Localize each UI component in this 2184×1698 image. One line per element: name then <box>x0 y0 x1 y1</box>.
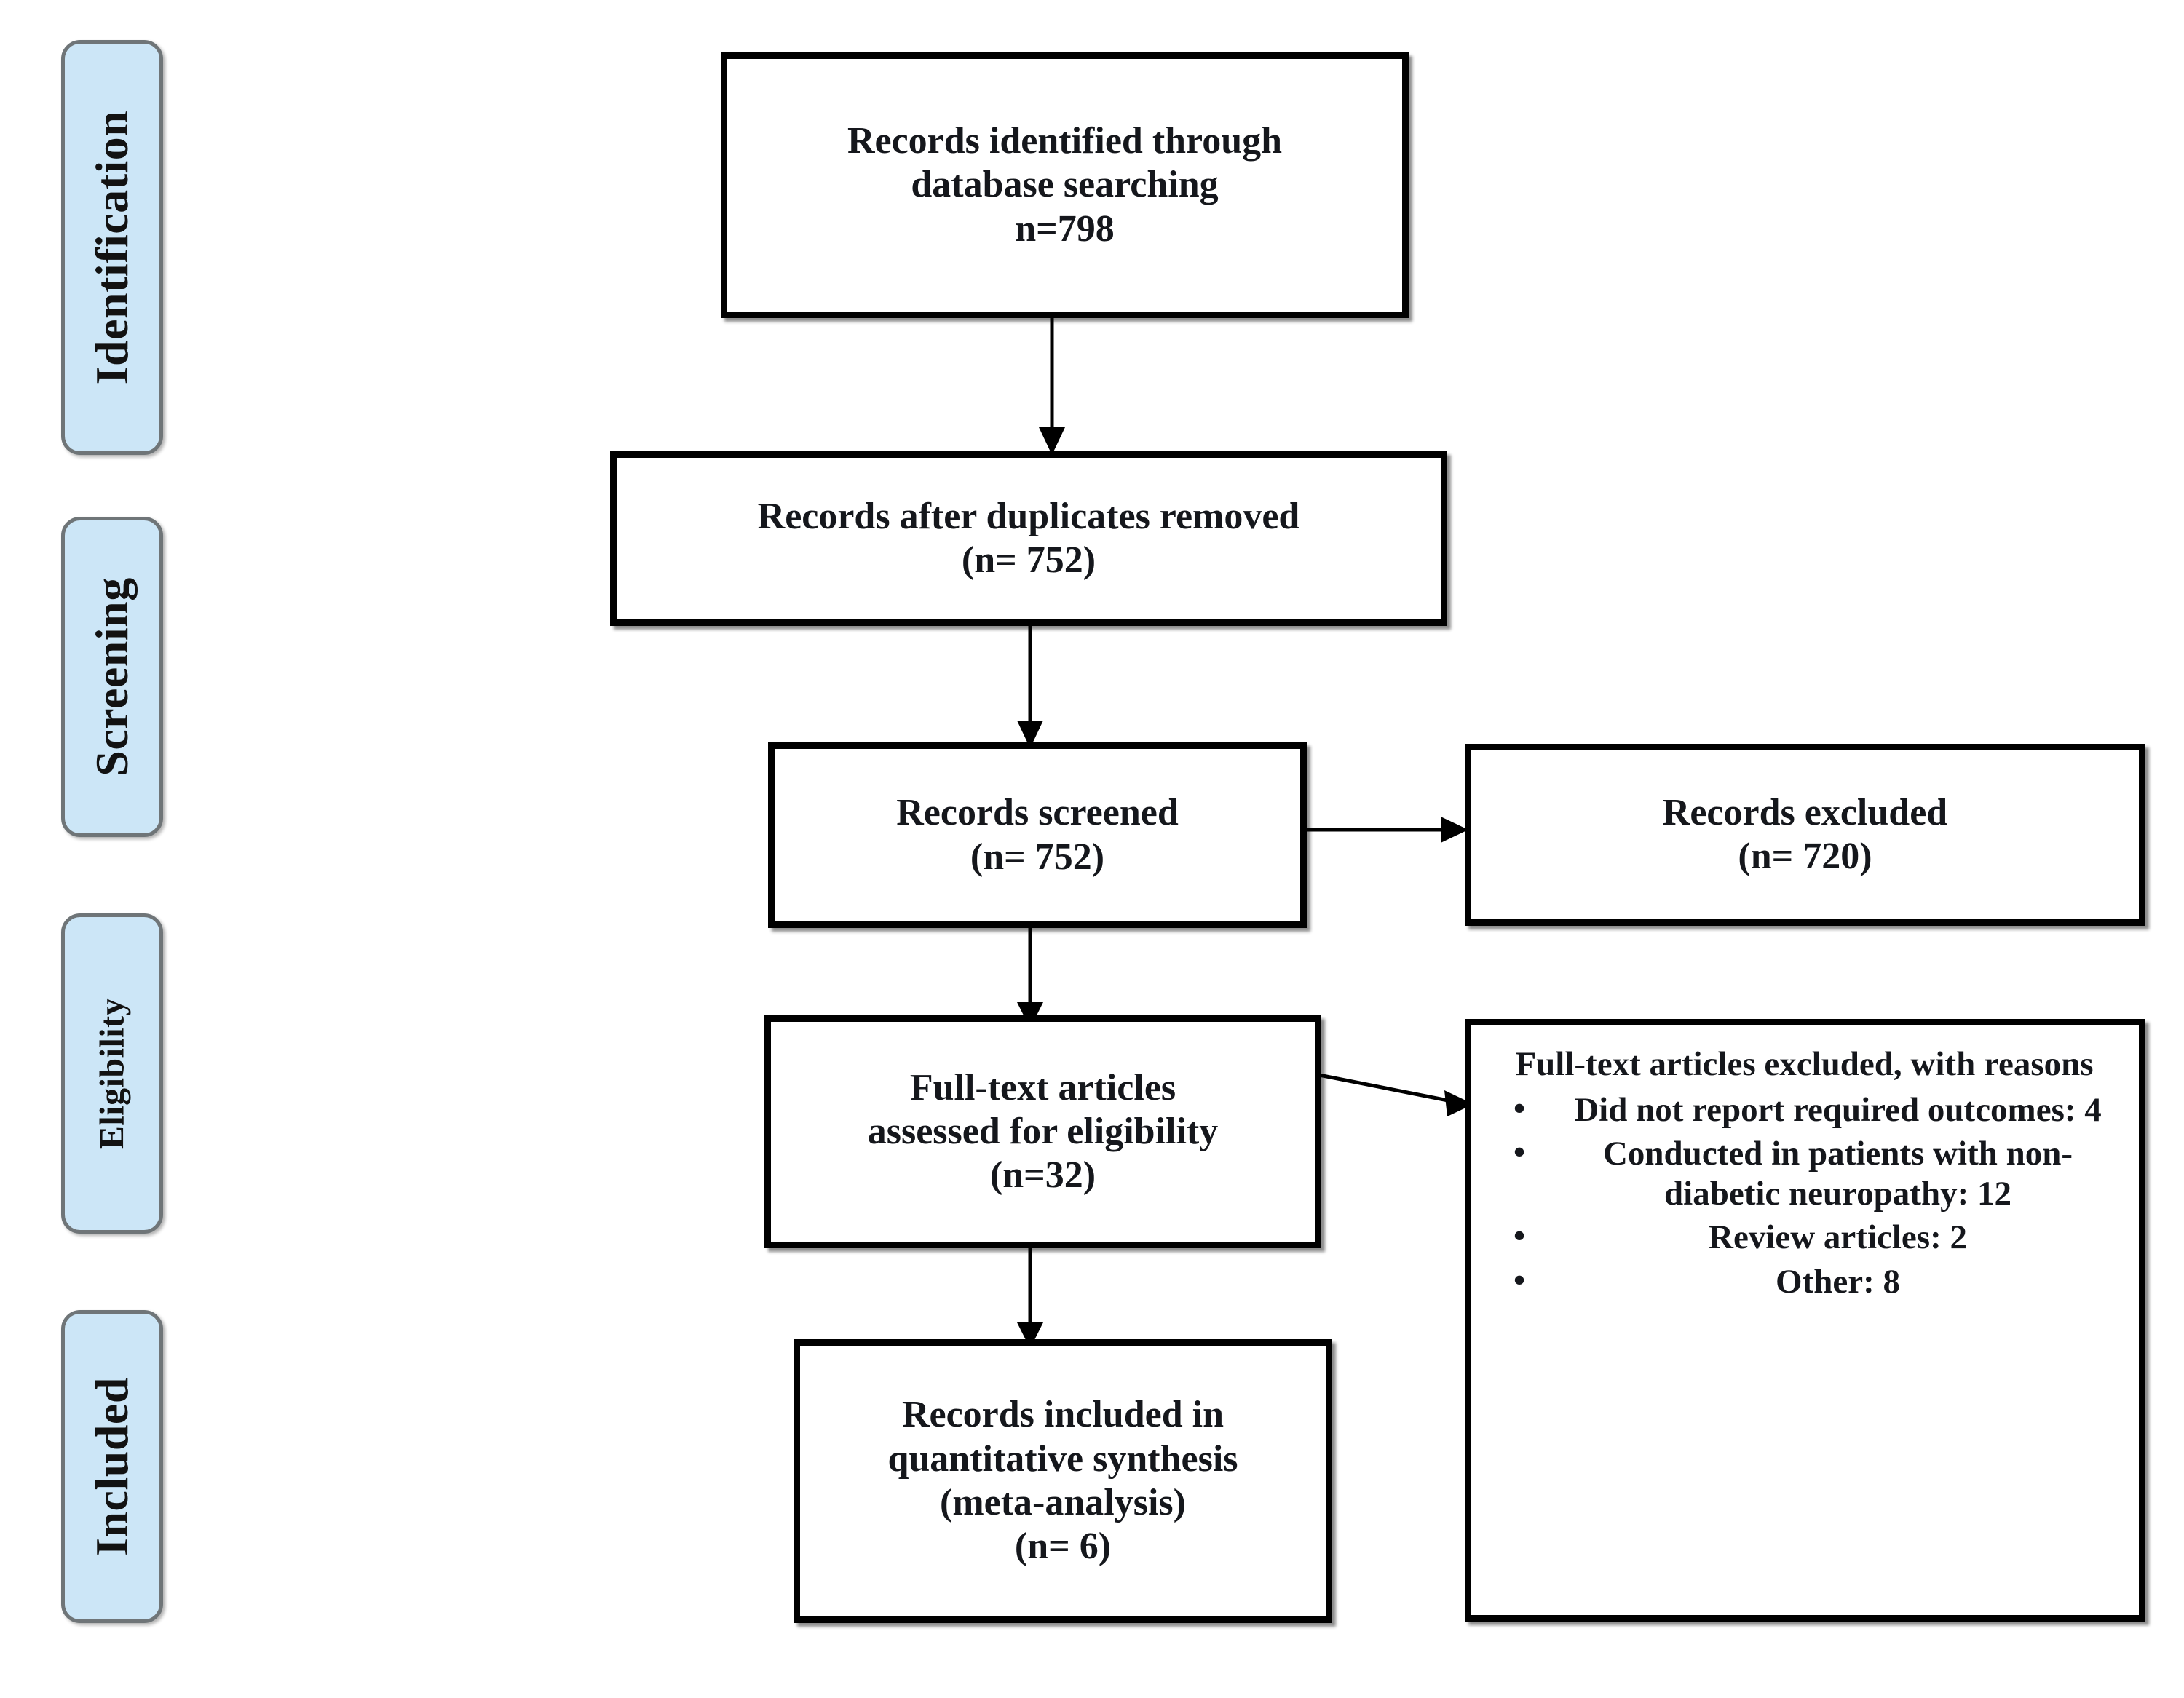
stage-label-eligibility: Eligibility <box>92 997 132 1150</box>
reasons-list: Did not report required outcomes: 4 Cond… <box>1481 1089 2127 1302</box>
box-records-identified-text: Records identified through database sear… <box>840 119 1289 251</box>
box-line: Records after duplicates removed <box>757 495 1300 537</box>
reasons-content: Full-text articles excluded, with reason… <box>1471 1025 2139 1306</box>
box-line: (n= 6) <box>1014 1526 1112 1568</box>
box-duplicates-removed-text: Records after duplicates removed (n= 752… <box>751 495 1307 583</box>
box-records-excluded: Records excluded (n= 720) <box>1465 744 2145 926</box>
box-fulltext-excluded-reasons: Full-text articles excluded, with reason… <box>1465 1019 2145 1622</box>
box-fulltext-assessed-text: Full-text articles assessed for eligibil… <box>860 1066 1225 1198</box>
stage-pill-identification: Identification <box>61 40 163 455</box>
reasons-title-line: Full-text articles excluded, with <box>1515 1045 1976 1083</box>
box-records-screened: Records screened (n= 752) <box>768 742 1307 928</box>
connector-fulltext-to-excluded-reasons <box>1318 1073 1473 1116</box>
reason-item: Other: 8 <box>1509 1261 2127 1302</box>
box-line: (n= 752) <box>961 539 1096 581</box>
reason-item: Conducted in patients with non-diabetic … <box>1509 1132 2127 1213</box>
stage-label-screening: Screening <box>86 577 138 777</box>
box-line: Full-text articles <box>909 1066 1176 1108</box>
box-line: assessed for eligibility <box>867 1110 1219 1152</box>
connector-screened-to-excluded <box>1307 817 1468 843</box>
stage-pill-eligibility: Eligibility <box>61 913 163 1234</box>
reason-item: Review articles: 2 <box>1509 1216 2127 1258</box>
box-records-excluded-text: Records excluded (n= 720) <box>1655 791 1955 879</box>
box-records-screened-text: Records screened (n= 752) <box>889 791 1186 879</box>
box-records-included: Records included in quantitative synthes… <box>794 1339 1332 1623</box>
reasons-title-line: reasons <box>1983 1045 2094 1083</box>
reason-item: Did not report required outcomes: 4 <box>1509 1089 2127 1130</box>
box-line: Records excluded <box>1662 791 1948 833</box>
box-line: Records included in <box>901 1394 1224 1436</box>
box-line: database searching <box>911 164 1219 206</box>
box-line: quantitative synthesis <box>887 1437 1238 1480</box>
reasons-title: Full-text articles excluded, with reason… <box>1481 1044 2127 1084</box>
box-duplicates-removed: Records after duplicates removed (n= 752… <box>610 451 1447 626</box>
box-records-included-text: Records included in quantitative synthes… <box>880 1393 1245 1568</box>
box-line: n=798 <box>1015 207 1115 250</box>
stage-label-identification: Identification <box>86 110 138 385</box>
connector-identified-to-duplicates <box>1039 318 1065 455</box>
connector-fulltext-to-included <box>1017 1248 1043 1349</box>
box-line: Records identified through <box>847 120 1283 162</box>
connector-duplicates-to-screened <box>1017 626 1043 748</box>
box-line: (n=32) <box>989 1154 1096 1197</box>
stage-pill-screening: Screening <box>61 517 163 837</box>
box-fulltext-assessed: Full-text articles assessed for eligibil… <box>764 1015 1321 1248</box>
box-line: (meta-analysis) <box>940 1482 1186 1523</box>
box-line: (n= 720) <box>1738 836 1872 877</box>
box-line: Records screened <box>896 792 1179 834</box>
box-records-identified: Records identified through database sear… <box>721 52 1409 318</box>
box-line: (n= 752) <box>970 836 1105 878</box>
connector-screened-to-fulltext <box>1017 928 1043 1028</box>
stage-label-included: Included <box>86 1377 138 1556</box>
stage-pill-included: Included <box>61 1310 163 1623</box>
